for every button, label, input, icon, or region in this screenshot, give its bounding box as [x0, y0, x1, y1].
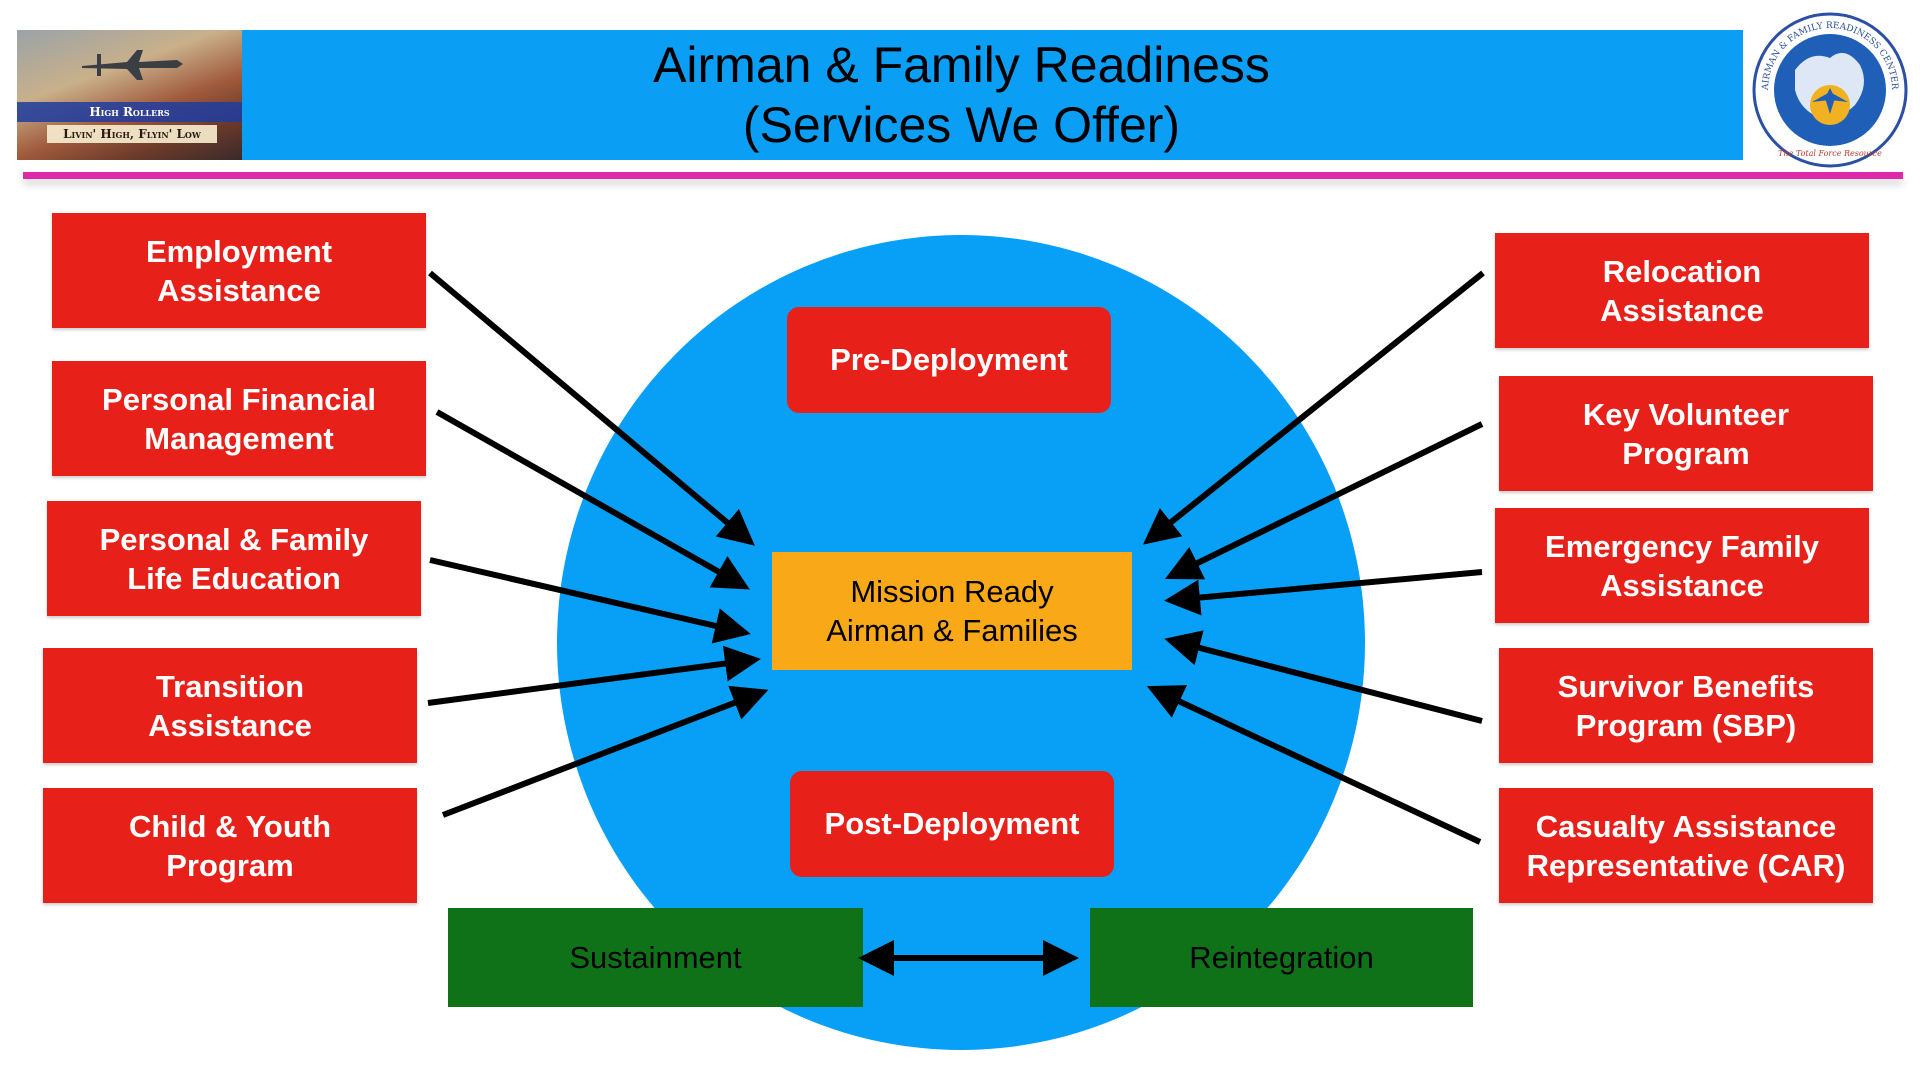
- reintegration-box: Reintegration: [1090, 908, 1473, 1007]
- post-deployment-box: Post-Deployment: [790, 771, 1114, 877]
- service-label: Program (SBP): [1575, 707, 1797, 743]
- service-label: Personal Financial: [102, 381, 376, 417]
- header-band: [17, 30, 1743, 160]
- seal-motto: The Total Force Resource: [1778, 149, 1882, 158]
- logo-banner-bottom: Livin' High, Flyin' Low: [47, 125, 217, 143]
- service-label: Assistance: [1600, 567, 1764, 603]
- service-label: Assistance: [148, 707, 312, 743]
- service-label: Key Volunteer: [1582, 396, 1790, 432]
- page-title: Airman & Family Readiness (Services We O…: [243, 30, 1680, 160]
- afrc-seal-logo: AIRMAN & FAMILY READINESS CENTER The Tot…: [1752, 12, 1908, 168]
- high-rollers-logo: High Rollers Livin' High, Flyin' Low: [17, 30, 242, 160]
- service-label: Employment: [145, 233, 333, 269]
- service-label: Management: [144, 420, 334, 456]
- service-label: Survivor Benefits: [1557, 668, 1815, 704]
- service-label: Representative (CAR): [1526, 847, 1846, 883]
- header-divider: [23, 172, 1903, 179]
- service-label: Assistance: [157, 272, 321, 308]
- service-label: Life Education: [127, 560, 341, 596]
- service-label: Emergency Family: [1545, 528, 1819, 564]
- service-label: Child & Youth: [128, 808, 332, 844]
- core-label: Mission Ready: [850, 574, 1054, 609]
- mission-ready-box: Mission Ready Airman & Families: [772, 552, 1132, 670]
- service-label: Program: [1622, 435, 1750, 471]
- service-label: Personal & Family: [99, 521, 369, 557]
- logo-banner-top: High Rollers: [17, 102, 242, 122]
- service-label: Transition: [155, 668, 305, 704]
- service-label: Relocation: [1602, 253, 1762, 289]
- service-label: Program: [166, 847, 294, 883]
- title-line-1: Airman & Family Readiness: [653, 37, 1270, 93]
- sustainment-box: Sustainment: [448, 908, 863, 1007]
- service-label: Assistance: [1600, 292, 1764, 328]
- pre-deployment-box: Pre-Deployment: [787, 307, 1111, 413]
- service-label: Casualty Assistance: [1535, 808, 1837, 844]
- aircraft-icon: [82, 50, 183, 80]
- core-label: Airman & Families: [826, 613, 1078, 648]
- title-line-2: (Services We Offer): [742, 97, 1181, 153]
